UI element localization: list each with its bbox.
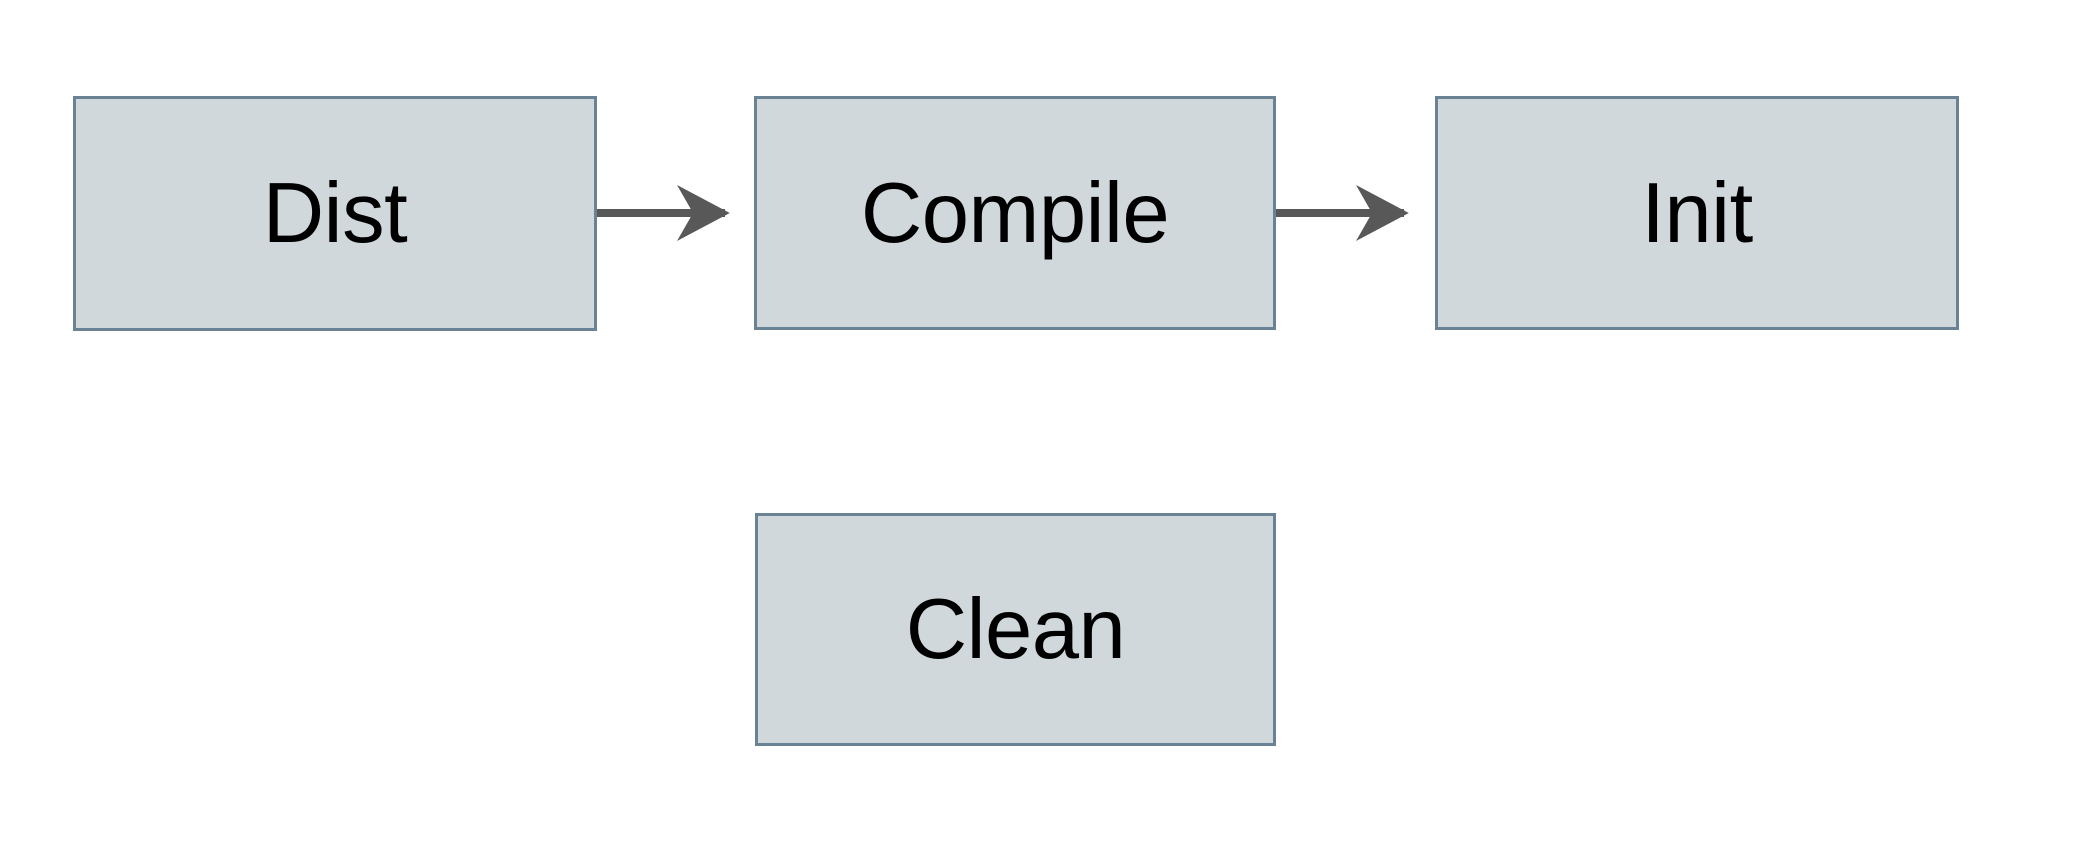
- node-init-label: Init: [1641, 165, 1753, 261]
- node-clean-label: Clean: [905, 582, 1126, 677]
- node-dist-label: Dist: [262, 166, 408, 261]
- node-dist[interactable]: Dist: [73, 96, 597, 331]
- node-compile[interactable]: Compile: [754, 96, 1276, 330]
- node-init[interactable]: Init: [1435, 96, 1959, 330]
- node-clean[interactable]: Clean: [755, 513, 1276, 746]
- node-compile-label: Compile: [860, 165, 1170, 261]
